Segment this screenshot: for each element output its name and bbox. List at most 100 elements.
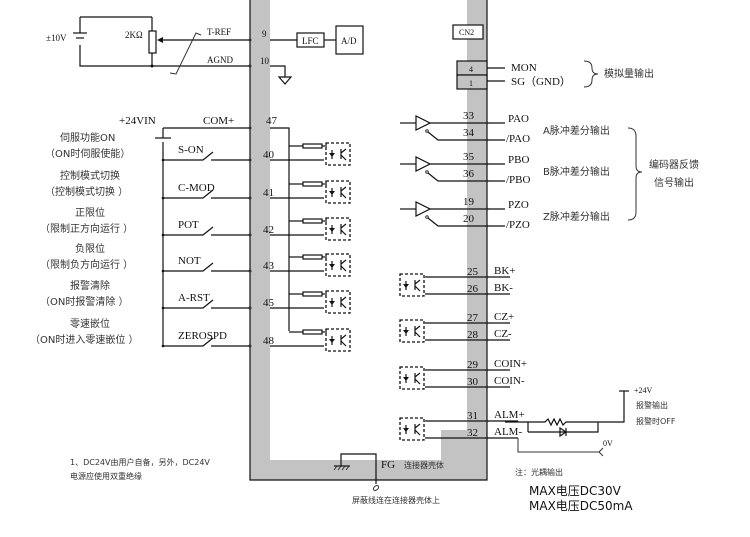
- pin-1: 1: [469, 79, 473, 88]
- shield-icon: [372, 485, 380, 491]
- input-desc-detail: （ON时报警清除 ）: [40, 295, 129, 308]
- encoder-pin-p: 19: [463, 196, 475, 208]
- opto-note: 注：光耦输出: [515, 467, 563, 477]
- alarm-desc-2: 报警时OFF: [636, 416, 676, 426]
- analog-output-group-label: 模拟量输出: [604, 67, 654, 80]
- cn2-label: CN2: [459, 28, 474, 37]
- output-pin-n: 32: [467, 427, 478, 439]
- fg-label: FG: [381, 459, 395, 471]
- input-pin-number: 43: [263, 260, 275, 272]
- input-desc-detail: （ON时伺服使能）: [45, 147, 130, 160]
- switch-icon: [163, 151, 250, 161]
- output-optocoupler-icon: [399, 319, 425, 343]
- input-desc-detail: （ON时进入零速嵌位 ）: [30, 333, 139, 346]
- input-pin-number: 42: [263, 224, 274, 236]
- output-pin-n: 30: [467, 376, 479, 388]
- encoder-pin-p: 35: [463, 151, 475, 163]
- source-voltage-label: ±10V: [46, 33, 67, 43]
- input-desc-detail: （控制模式切换 ）: [45, 185, 128, 198]
- switch-icon: [163, 262, 250, 272]
- encoder-brace-icon: [627, 127, 643, 221]
- input-optocoupler-icon: [325, 217, 351, 241]
- fg-desc: 连接器壳体: [404, 460, 444, 470]
- input-optocoupler-icon: [325, 290, 351, 314]
- output-pin-p: 27: [467, 312, 479, 324]
- connector-housing: [249, 0, 488, 481]
- shield-note: 屏蔽线连在连接器壳体上: [352, 495, 440, 505]
- output-pin-p: 25: [467, 266, 479, 278]
- max-voltage-note: MAX电压DC30V: [529, 484, 622, 498]
- input-optocoupler-icon: [325, 180, 351, 204]
- encoder-pin-n: 36: [463, 168, 475, 180]
- line-driver-icon: [415, 201, 432, 217]
- encoder-outputs: 3334PAO/PAOA脉冲差分输出3536PBO/PBOB脉冲差分输出1920…: [400, 110, 610, 231]
- max-current-note: MAX电压DC50mA: [529, 499, 633, 513]
- left-connector-bar: [250, 0, 270, 480]
- output-optocoupler-icon: [399, 366, 425, 390]
- input-pin-number: 40: [263, 149, 275, 161]
- input-desc-title: 伺服功能ON: [60, 131, 115, 144]
- input-signal-label: S-ON: [178, 144, 204, 156]
- encoder-group-label-1: 编码器反馈: [649, 158, 699, 171]
- input-optocoupler-icon: [325, 328, 351, 352]
- diode-icon: [559, 426, 568, 438]
- lfc-label: LFC: [302, 36, 319, 46]
- output-pin-p: 31: [467, 410, 478, 422]
- input-signal-label: POT: [178, 219, 199, 231]
- output-optocoupler-icon: [399, 273, 425, 297]
- input-resistor: [302, 291, 323, 297]
- encoder-group-label-2: 信号输出: [654, 176, 694, 189]
- encoder-pin-n: 34: [463, 127, 475, 139]
- brace-icon: [583, 60, 599, 88]
- encoder-pin-n: 20: [463, 213, 475, 225]
- input-optocoupler-icon: [325, 142, 351, 166]
- output-signal-p: CZ+: [494, 311, 514, 323]
- encoder-signal-p: PAO: [508, 113, 529, 125]
- opto-outputs: 2526BK+BK-2728CZ+CZ-2930COIN+COIN-3132AL…: [399, 265, 527, 441]
- alarm-circuit: +24V 报警输出 报警时OFF 0V: [505, 386, 676, 457]
- encoder-signal-n: /PBO: [506, 174, 531, 186]
- output-signal-n: COIN-: [494, 375, 525, 387]
- input-pin-number: 45: [263, 297, 275, 309]
- analog-input: ±10V 2KΩ T-REF AGND 9 10 LFC A/D: [46, 16, 364, 85]
- frame-ground: FG 连接器壳体 屏蔽线连在连接器壳体上: [333, 453, 444, 505]
- output-signal-p: BK+: [494, 265, 515, 277]
- pin-4: 4: [469, 65, 473, 74]
- input-signal-label: NOT: [178, 255, 201, 267]
- adc-block: [335, 25, 364, 55]
- housing-outline: [249, 0, 488, 481]
- output-optocoupler-icon: [399, 417, 425, 441]
- input-signal-label: C-MOD: [178, 182, 215, 194]
- input-desc-title: 正限位: [75, 206, 105, 219]
- analog-output: 4 1 MON SG（GND） 模拟量输出: [456, 60, 654, 90]
- switch-icon: [163, 226, 250, 236]
- input-desc-title: 报警清除: [70, 279, 110, 292]
- input-resistor: [302, 218, 323, 224]
- supply-24vin-label: +24VIN: [119, 115, 156, 127]
- note-1-line-1: 1、DC24V由用户自备，另外，DC24V: [70, 457, 210, 467]
- pot-value-label: 2KΩ: [125, 30, 143, 40]
- note-1-line-2: 电源应使用双重绝缘: [70, 471, 142, 481]
- input-resistor: [302, 181, 323, 187]
- line-driver-icon: [415, 115, 432, 131]
- input-desc-title: 负限位: [75, 242, 105, 255]
- ground-icon: [277, 76, 293, 85]
- cn2-label-box: [452, 24, 484, 40]
- input-desc-title: 零速嵌位: [70, 317, 110, 330]
- encoder-signal-n: /PZO: [506, 219, 530, 231]
- input-pin-number: 48: [263, 335, 275, 347]
- sg-gnd-label: SG（GND）: [511, 75, 571, 88]
- encoder-signal-p: PBO: [508, 154, 529, 166]
- adc-label: A/D: [341, 36, 357, 46]
